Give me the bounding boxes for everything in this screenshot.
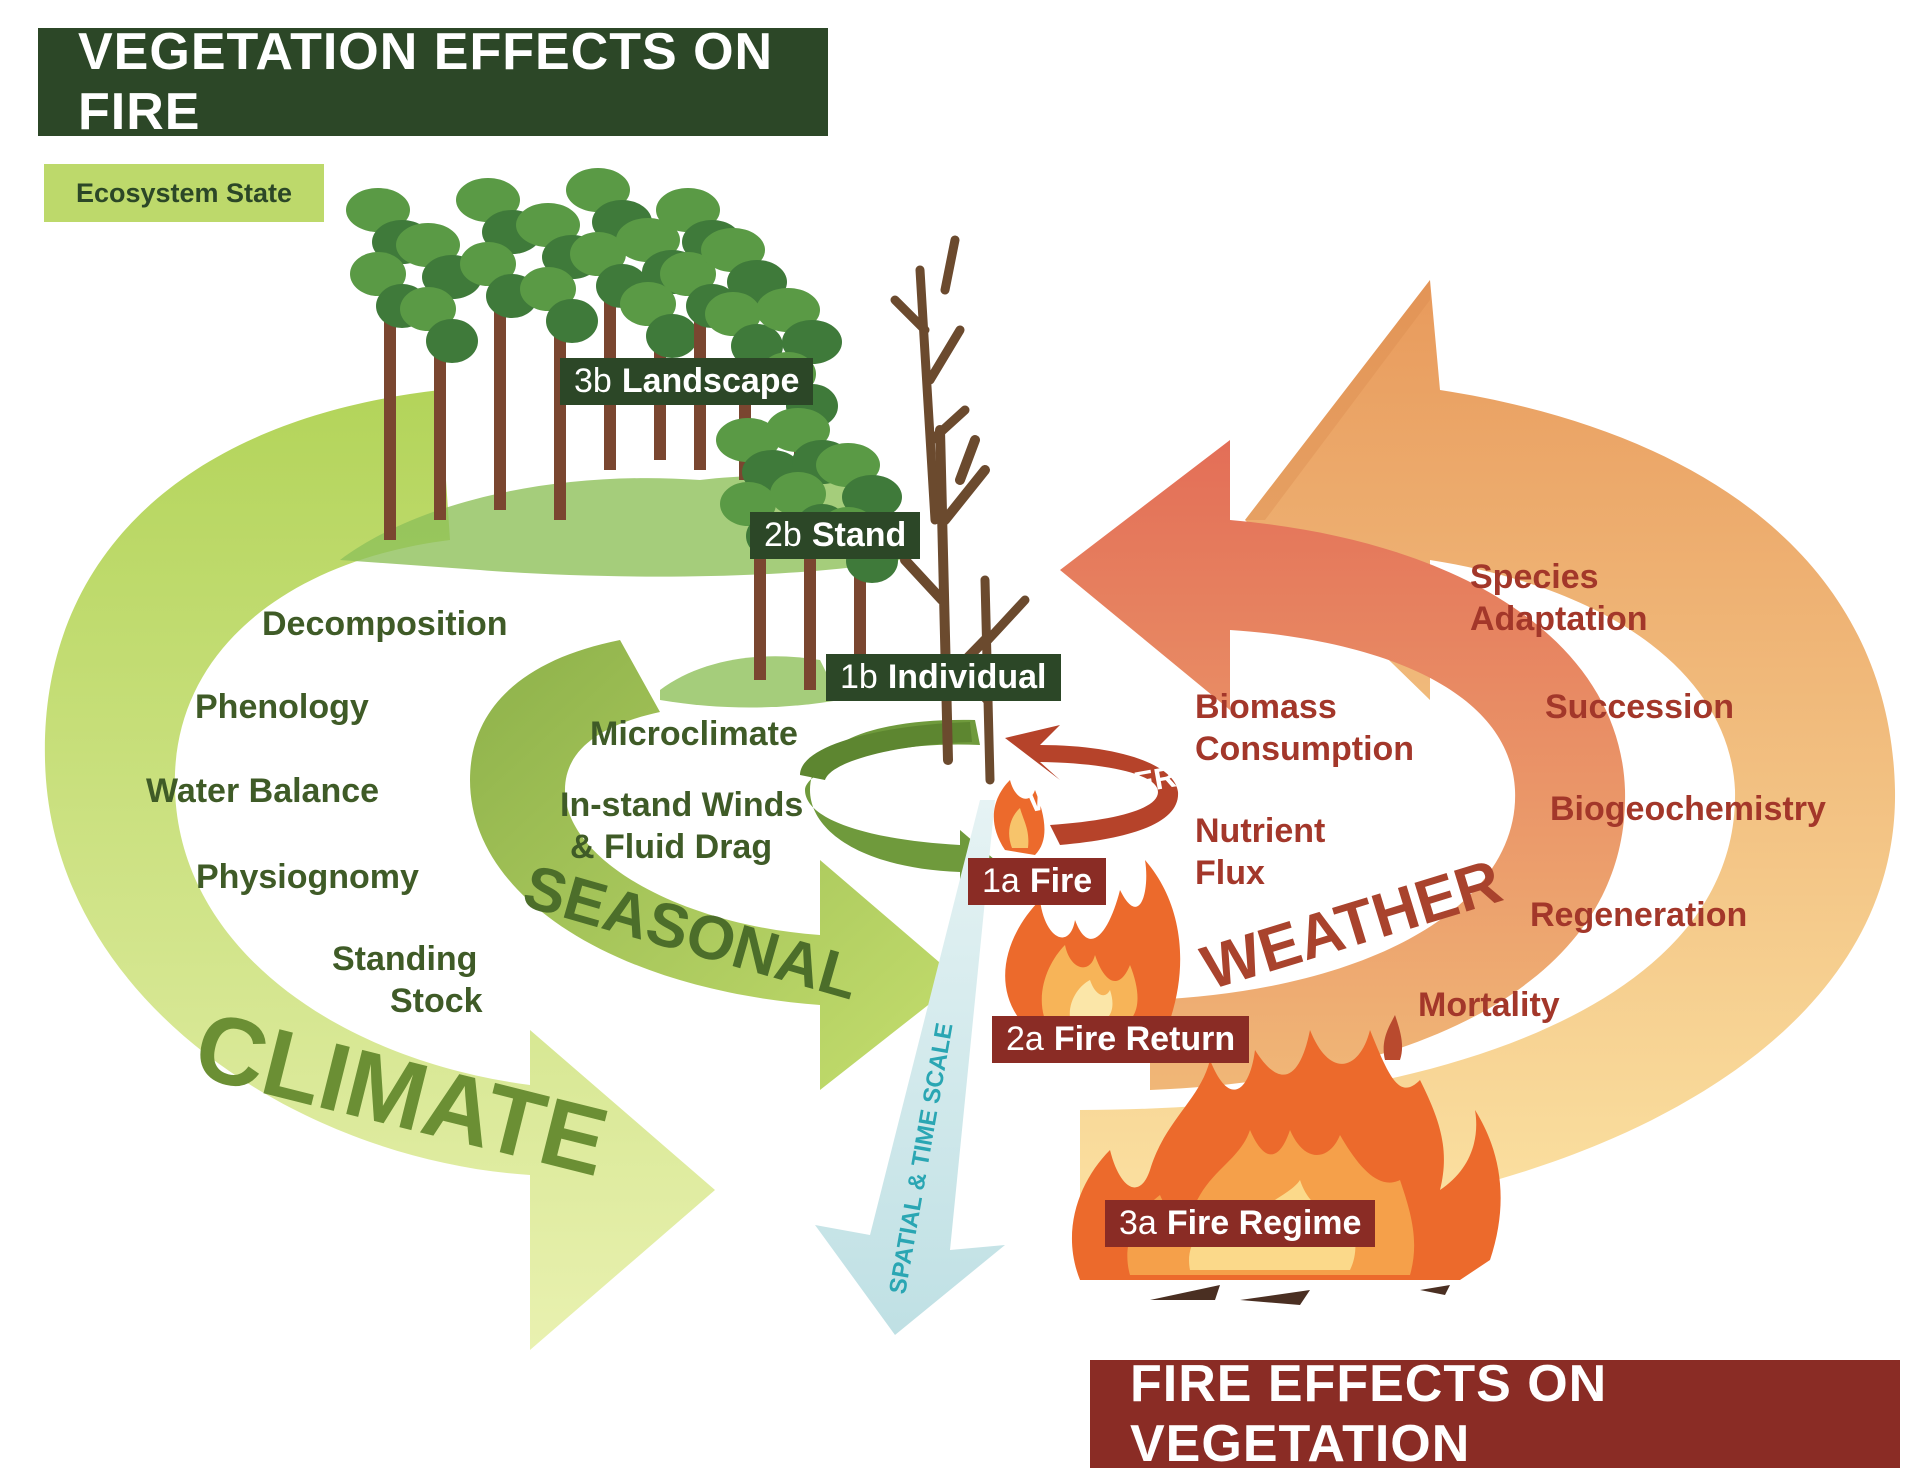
- inner-weather-arrow: [1005, 725, 1179, 845]
- tree-canopy: [660, 252, 716, 296]
- process-species: Species: [1470, 558, 1599, 596]
- scale-name: Fire Return: [1053, 1020, 1236, 1058]
- process-decomposition: Decomposition: [262, 605, 508, 643]
- process-microclimate: Microclimate: [590, 715, 798, 753]
- scale-pill-individual: 1b Individual: [826, 654, 1061, 701]
- tree-canopy: [400, 287, 456, 331]
- ecosystem-state-label: Ecosystem State: [75, 177, 293, 208]
- spatial-time-scale-arrow: [815, 800, 1005, 1335]
- scale-name: Fire Regime: [1166, 1204, 1362, 1242]
- tree-canopy: [770, 472, 826, 516]
- climate-cycle-arrow: [44, 390, 715, 1350]
- scale-num: 3a: [1119, 1204, 1157, 1242]
- scale-name: Fire: [1029, 862, 1093, 900]
- vegetation-effects-title-text: VEGETATION EFFECTS ON FIRE: [78, 23, 774, 141]
- tree-canopy: [350, 252, 406, 296]
- tree-canopy: [426, 319, 478, 363]
- process-in-stand-winds: In-stand Winds: [560, 786, 804, 824]
- scale-name: Stand: [811, 516, 907, 554]
- tree-canopy: [520, 267, 576, 311]
- process-consumption: Consumption: [1195, 730, 1415, 768]
- scale-num: 1b: [840, 658, 878, 696]
- process-flux: Flux: [1195, 854, 1265, 892]
- scale-name: Landscape: [621, 362, 800, 400]
- tree-canopy: [460, 242, 516, 286]
- process-physiognomy: Physiognomy: [196, 858, 419, 896]
- weather-cycle-arrow: [1060, 440, 1626, 1090]
- tree-canopy: [705, 292, 761, 336]
- vegetation-effects-title: VEGETATION EFFECTS ON FIRE: [38, 23, 828, 141]
- scale-pill-fire: 1a Fire: [968, 858, 1107, 905]
- process-water-balance: Water Balance: [146, 772, 380, 810]
- scale-num: 1a: [982, 862, 1020, 900]
- daily-label: DAILY: [854, 774, 946, 822]
- process-biogeochemistry: Biogeochemistry: [1550, 790, 1826, 828]
- process-succession: Succession: [1545, 688, 1734, 726]
- process-biomass: Biomass: [1195, 688, 1337, 726]
- scale-pill-fire-regime: 3a Fire Regime: [1105, 1200, 1376, 1247]
- seasonal-label: SEASONAL: [516, 852, 866, 1013]
- fire-effects-title-text: FIRE EFFECTS ON VEGETATION: [1130, 1355, 1608, 1473]
- process-mortality: Mortality: [1418, 986, 1560, 1024]
- process-regeneration: Regeneration: [1530, 896, 1748, 934]
- scale-pill-landscape: 3b Landscape: [560, 358, 814, 405]
- tree-canopy: [546, 299, 598, 343]
- scale-pill-fire-return: 2a Fire Return: [992, 1016, 1250, 1063]
- scale-name: Individual: [887, 658, 1047, 696]
- process-nutrient: Nutrient: [1195, 812, 1326, 850]
- daily-cycle-arrow: [800, 719, 995, 888]
- process-adaptation: Adaptation: [1470, 600, 1648, 638]
- scale-pill-stand: 2b Stand: [750, 512, 921, 559]
- climate-label: CLIMATE: [185, 992, 618, 1197]
- scale-num: 2b: [764, 516, 802, 554]
- medium-fire-illustration: [1005, 860, 1181, 1020]
- process-fluid-drag: & Fluid Drag: [570, 828, 773, 866]
- seasonal-cycle-arrow: [470, 640, 960, 1090]
- ecosystem-state-badge: Ecosystem State: [44, 164, 324, 222]
- fire-effects-title: FIRE EFFECTS ON VEGETATION: [1090, 1355, 1900, 1473]
- process-phenology: Phenology: [195, 688, 369, 726]
- tree-canopy: [570, 232, 626, 276]
- scale-num: 3b: [574, 362, 612, 400]
- understory-shape: [660, 656, 840, 708]
- small-fire-illustration: [993, 780, 1045, 855]
- fire-regime-cycle-arrow: [1080, 280, 1896, 1231]
- tree-canopy: [782, 320, 842, 364]
- process-stock: Stock: [390, 982, 483, 1020]
- tree-canopy: [731, 324, 783, 368]
- tree-canopy: [646, 314, 698, 358]
- process-standing: Standing: [332, 940, 478, 978]
- tree-canopy: [842, 475, 902, 519]
- tree-canopy: [620, 282, 676, 326]
- scale-num: 2a: [1006, 1020, 1044, 1058]
